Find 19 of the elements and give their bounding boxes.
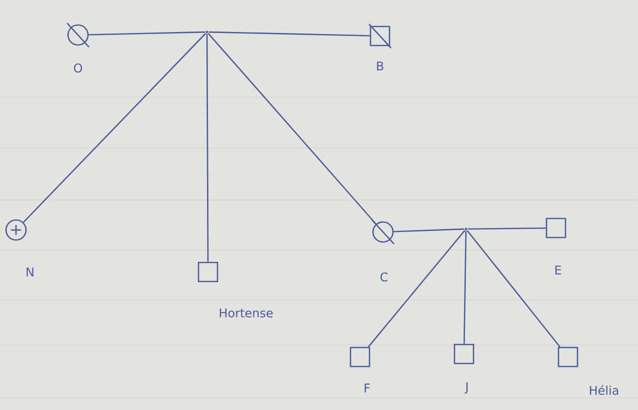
family-line (22, 32, 206, 223)
person-name: Hortense (220, 308, 273, 318)
person-name: E (555, 266, 561, 274)
family-line (466, 230, 560, 348)
family-line (464, 230, 467, 344)
person-name: C (380, 272, 388, 282)
family-line (368, 230, 466, 348)
family-line (206, 34, 209, 262)
person-name: O (74, 63, 82, 73)
person-name: B (377, 62, 384, 70)
person-name: N (26, 268, 34, 276)
family-line (208, 33, 376, 224)
family-line (88, 31, 206, 36)
person-name: F (364, 384, 370, 392)
family-line (468, 227, 546, 230)
person-name: Hélia (590, 385, 618, 395)
family-line (394, 228, 464, 232)
person-name: J (464, 382, 468, 394)
family-line (208, 31, 370, 36)
